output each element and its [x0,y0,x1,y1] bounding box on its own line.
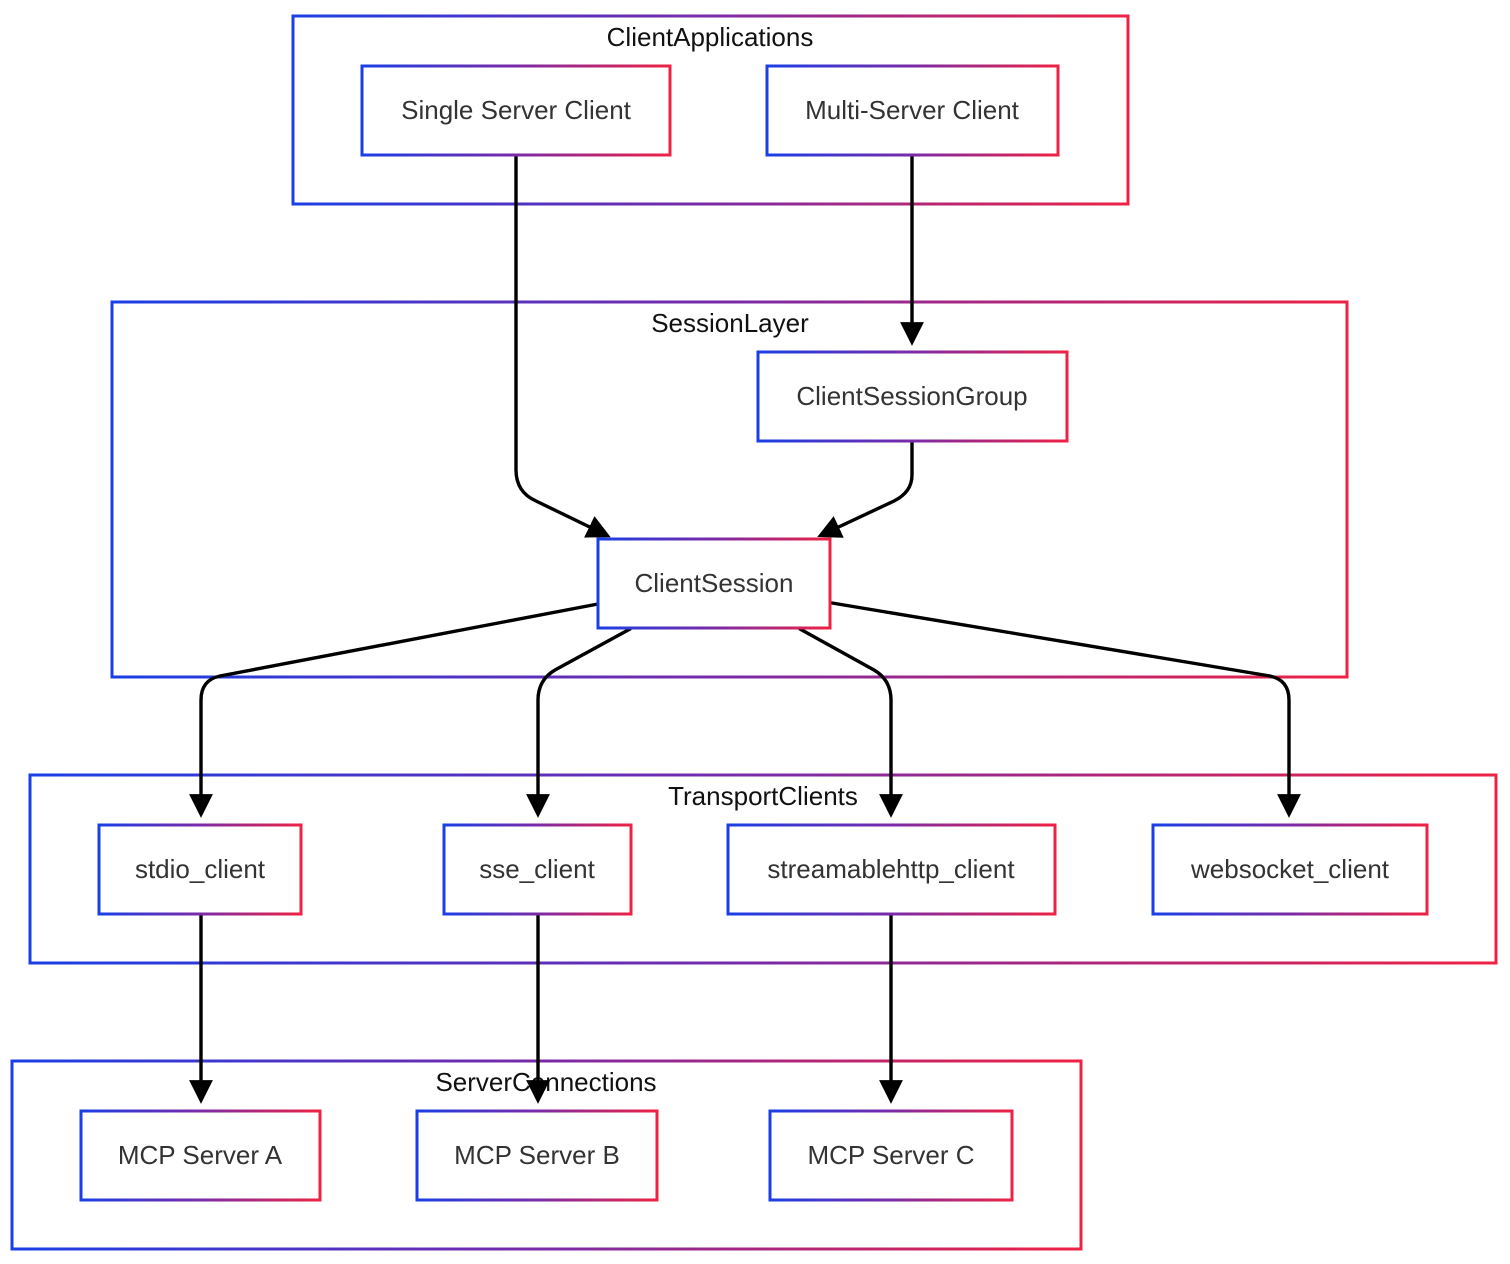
node-mcp-server-a: MCP Server A [79,1109,322,1202]
node-single-server-client: Single Server Client [360,64,672,157]
group-client-applications-title: ClientApplications [607,22,814,52]
group-transport-clients: TransportClients [28,773,1498,965]
group-session-layer-border [110,300,1349,679]
edge-client-session-group-to-client-session [817,440,914,538]
node-mcp-server-b-label: MCP Server B [454,1140,620,1170]
node-streamablehttp-client-box [726,823,1057,916]
node-websocket-client-box [1151,823,1429,916]
node-sse-client-box [442,823,633,916]
group-client-applications: ClientApplications [291,14,1130,206]
edge-client-session-to-sse-client [526,627,632,818]
node-streamablehttp-client: streamablehttp_client [726,823,1057,916]
node-client-session-group-box [756,350,1069,443]
node-client-session-group: ClientSessionGroup [756,350,1069,443]
node-multi-server-client-label: Multi-Server Client [805,95,1020,125]
node-client-session-box [596,537,832,630]
node-websocket-client: websocket_client [1151,823,1429,916]
node-stdio-client-box [97,823,303,916]
node-multi-server-client: Multi-Server Client [765,64,1060,157]
group-client-applications-border [291,14,1130,206]
node-sse-client-label: sse_client [479,854,595,884]
node-stdio-client: stdio_client [97,823,303,916]
node-client-session-group-label: ClientSessionGroup [796,381,1027,411]
node-mcp-server-b: MCP Server B [415,1109,659,1202]
node-single-server-client-box [360,64,672,157]
group-session-layer-title: SessionLayer [651,308,809,338]
edge-client-session-to-stdio-client [189,602,600,818]
node-streamablehttp-client-label: streamablehttp_client [767,854,1015,884]
edge-single-server-client-to-client-session [514,154,611,538]
group-server-connections-title: ServerConnections [435,1067,656,1097]
node-mcp-server-c-box [768,1109,1014,1202]
node-mcp-server-a-box [79,1109,322,1202]
node-stdio-client-label: stdio_client [135,854,266,884]
node-mcp-server-b-box [415,1109,659,1202]
edge-client-session-to-websocket-client [830,601,1301,818]
node-mcp-server-c: MCP Server C [768,1109,1014,1202]
node-sse-client: sse_client [442,823,633,916]
node-mcp-server-c-label: MCP Server C [807,1140,974,1170]
group-transport-clients-title: TransportClients [668,781,858,811]
node-client-session: ClientSession [596,537,832,630]
group-server-connections-border [10,1059,1083,1251]
node-websocket-client-label: websocket_client [1190,854,1390,884]
node-mcp-server-a-label: MCP Server A [118,1140,283,1170]
edge-client-session-to-streamablehttp-client [798,627,903,818]
node-client-session-label: ClientSession [635,568,794,598]
edges [189,154,1301,1104]
group-transport-clients-border [28,773,1498,965]
group-session-layer: SessionLayer [110,300,1349,679]
node-single-server-client-label: Single Server Client [401,95,632,125]
node-multi-server-client-box [765,64,1060,157]
